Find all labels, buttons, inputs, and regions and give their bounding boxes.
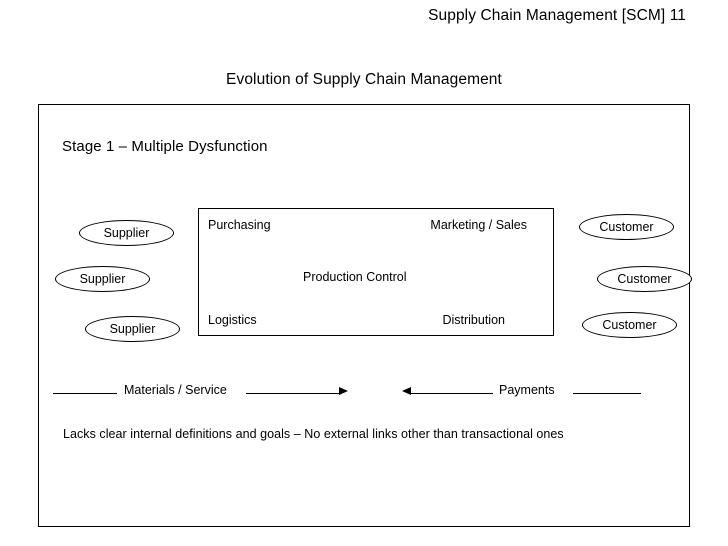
payments-flow-line-left [411, 393, 493, 394]
customer-node-3-label: Customer [602, 318, 657, 332]
stage-heading: Stage 1 – Multiple Dysfunction [62, 138, 268, 155]
function-label-logistics: Logistics [208, 313, 257, 327]
supplier-node-2-label: Supplier [79, 272, 126, 286]
customer-node-2: Customer [597, 266, 692, 292]
slide-title: Evolution of Supply Chain Management [226, 71, 502, 88]
arrow-right-icon [339, 387, 348, 395]
function-label-distribution: Distribution [442, 313, 505, 327]
customer-node-1: Customer [579, 214, 674, 240]
function-label-production-control: Production Control [303, 270, 407, 284]
function-label-marketing-sales: Marketing / Sales [430, 218, 527, 232]
stage-caption: Lacks clear internal definitions and goa… [63, 427, 564, 441]
internal-functions-box: Purchasing Marketing / Sales Production … [198, 208, 554, 336]
materials-flow-label: Materials / Service [121, 383, 230, 397]
arrow-left-icon [402, 387, 411, 395]
customer-node-2-label: Customer [617, 272, 672, 286]
materials-flow-line-left [53, 393, 117, 394]
customer-node-3: Customer [582, 312, 677, 338]
supplier-node-2: Supplier [55, 266, 150, 292]
supplier-node-1: Supplier [79, 220, 174, 246]
payments-flow-line-right [573, 393, 641, 394]
materials-flow-line-right [246, 393, 339, 394]
supplier-node-3: Supplier [85, 316, 180, 342]
slide-header: Supply Chain Management [SCM] 11 [428, 7, 686, 24]
supplier-node-3-label: Supplier [109, 322, 156, 336]
payments-flow-label: Payments [496, 383, 558, 397]
diagram-frame: Stage 1 – Multiple Dysfunction Supplier … [38, 104, 692, 527]
customer-node-1-label: Customer [599, 220, 654, 234]
function-label-purchasing: Purchasing [208, 218, 271, 232]
flow-arrows-row: Materials / Service Payments [39, 377, 691, 411]
supplier-node-1-label: Supplier [103, 226, 150, 240]
